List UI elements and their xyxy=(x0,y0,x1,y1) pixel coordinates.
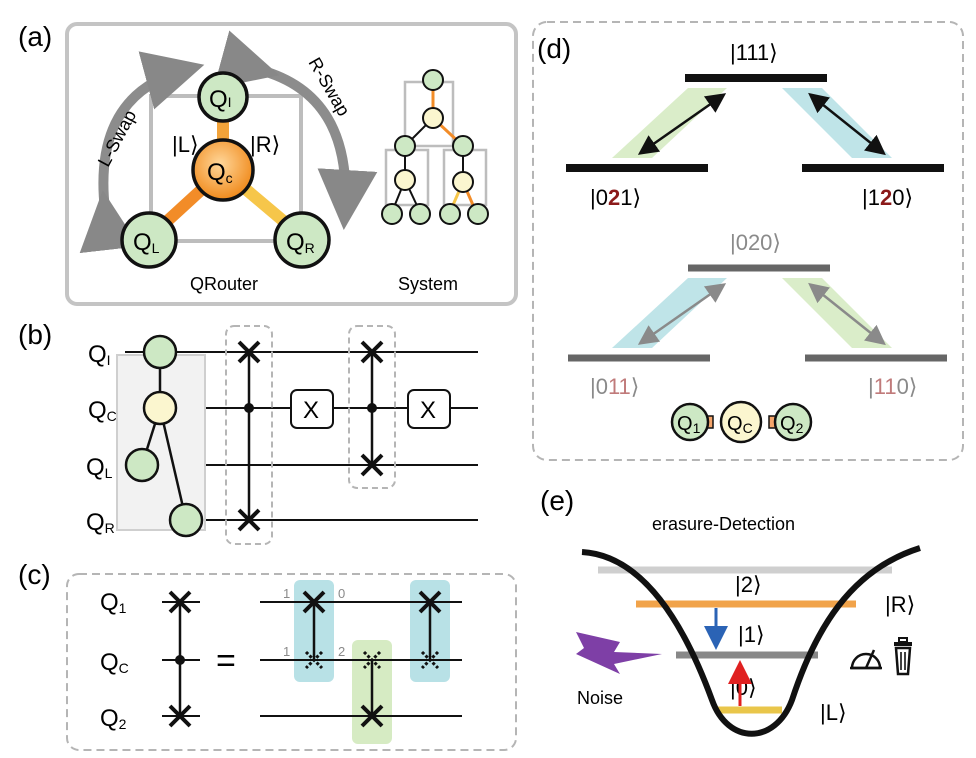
qubit-r-label: QR xyxy=(286,229,315,256)
panel-a-label: (a) xyxy=(18,21,52,52)
band-upper-left xyxy=(612,88,727,158)
c-row-q2-label: Q2 xyxy=(100,705,127,732)
erasure-title: erasure-Detection xyxy=(652,514,795,534)
tree-node-qi xyxy=(142,334,178,370)
trash-icon xyxy=(894,637,912,676)
c-num-2: 2 xyxy=(338,644,345,659)
transition-left-upper xyxy=(637,93,727,155)
ket-020: |020⟩ xyxy=(730,230,781,255)
ket-l-well: |L⟩ xyxy=(820,700,847,725)
qrouter-label: QRouter xyxy=(190,274,258,294)
ket-r-label: |R⟩ xyxy=(250,132,280,157)
qubit-r xyxy=(273,211,331,269)
c-row-qc-label: QC xyxy=(100,649,129,676)
row-qr-label: QR xyxy=(86,509,115,536)
swap-cross-qr-1 xyxy=(237,508,261,532)
panel-e-label: (e) xyxy=(540,485,574,516)
row-qi-label: QI xyxy=(88,341,111,368)
potential-well xyxy=(581,545,921,737)
c-row-q1-label: Q1 xyxy=(100,589,127,616)
chain-q1 xyxy=(670,402,710,442)
panel-d-frame xyxy=(532,21,964,461)
qubit-l-label: QL xyxy=(133,229,160,256)
panel-b: (b) QI QC QL QR X xyxy=(18,319,478,545)
ket-120: |120⟩ xyxy=(862,185,913,210)
row-ql-label: QL xyxy=(86,454,113,481)
noise-icon xyxy=(576,632,662,674)
ket-1: |1⟩ xyxy=(738,622,765,647)
cswap-box-2 xyxy=(348,325,396,489)
chain-qc-label: QC xyxy=(727,413,753,436)
qubit-c-label: Qc xyxy=(207,159,233,186)
r-swap-label: R-Swap xyxy=(305,54,354,119)
noise-label: Noise xyxy=(577,688,623,708)
panel-b-label: (b) xyxy=(18,319,52,350)
qubit-l xyxy=(120,211,178,269)
tree-node-ql xyxy=(124,447,160,483)
x-gate-1 xyxy=(290,389,334,429)
control-dot-1 xyxy=(244,403,254,413)
transition-right-lower xyxy=(808,282,886,346)
swap-cross-qi-2 xyxy=(360,340,384,364)
chain-q2 xyxy=(773,402,813,442)
ket-r-well: |R⟩ xyxy=(885,592,915,617)
c-cross-q2 xyxy=(168,704,192,728)
r-swap-arrow xyxy=(213,30,378,230)
c-cross-q1 xyxy=(168,590,192,614)
ket-021: |021⟩ xyxy=(590,185,641,210)
system-label: System xyxy=(398,274,458,294)
c-num-1b: 1 xyxy=(283,644,290,659)
row-qc-label: QC xyxy=(88,397,117,424)
panel-a: (a) L-Swap R-Swap QI Qc QL QR |L⟩ |R⟩ QR… xyxy=(18,21,518,306)
panel-d: (d) |111⟩ |021⟩ |120⟩ |020⟩ |011⟩ |110⟩ … xyxy=(532,21,964,461)
ket-110: |110⟩ xyxy=(868,374,917,399)
qubit-i xyxy=(197,71,249,123)
c-num-0: 0 xyxy=(338,586,345,601)
ket-2: |2⟩ xyxy=(735,572,762,597)
ket-0: |0⟩ xyxy=(730,675,757,700)
l-swap-arrow xyxy=(79,51,205,254)
equals-sign: = xyxy=(216,642,236,680)
panel-c: (c) Q1 QC Q2 = 1 0 1 2 xyxy=(18,559,517,751)
transition-left-lower xyxy=(637,283,727,345)
panel-c-label: (c) xyxy=(18,559,51,590)
x-gate-2-label: X xyxy=(420,397,436,424)
panel-c-frame xyxy=(66,573,517,751)
chain-q2-label: Q2 xyxy=(780,413,804,436)
qubit-i-label: QI xyxy=(209,86,232,113)
swap-cross-qi-1 xyxy=(237,340,261,364)
tree-node-qc xyxy=(142,390,178,426)
ket-l-label: |L⟩ xyxy=(172,132,199,157)
tree-node-qr xyxy=(168,502,204,538)
swap-cross-ql-2 xyxy=(360,453,384,477)
c-control-dot xyxy=(175,655,185,665)
control-dot-2 xyxy=(367,403,377,413)
l-swap-label: L-Swap xyxy=(94,107,140,170)
system-tree xyxy=(381,69,489,225)
measurement-icon xyxy=(850,649,882,670)
panel-d-label: (d) xyxy=(537,33,571,64)
x-gate-1-label: X xyxy=(303,397,319,424)
qubit-c xyxy=(191,138,255,202)
panel-a-frame xyxy=(65,22,518,306)
transition-right-upper xyxy=(808,92,886,156)
ket-011: |011⟩ xyxy=(590,374,639,399)
chain-q1-label: Q1 xyxy=(677,413,701,436)
cswap-box-1 xyxy=(225,325,273,545)
panel-e: (e) erasure-Detection |2⟩ |1⟩ |0⟩ |R⟩ |L… xyxy=(540,485,921,737)
x-gate-2 xyxy=(407,389,451,429)
c-num-1: 1 xyxy=(283,586,290,601)
chain-qc xyxy=(719,400,763,444)
band-lower-left xyxy=(612,278,727,348)
ket-111: |111⟩ xyxy=(730,40,778,65)
